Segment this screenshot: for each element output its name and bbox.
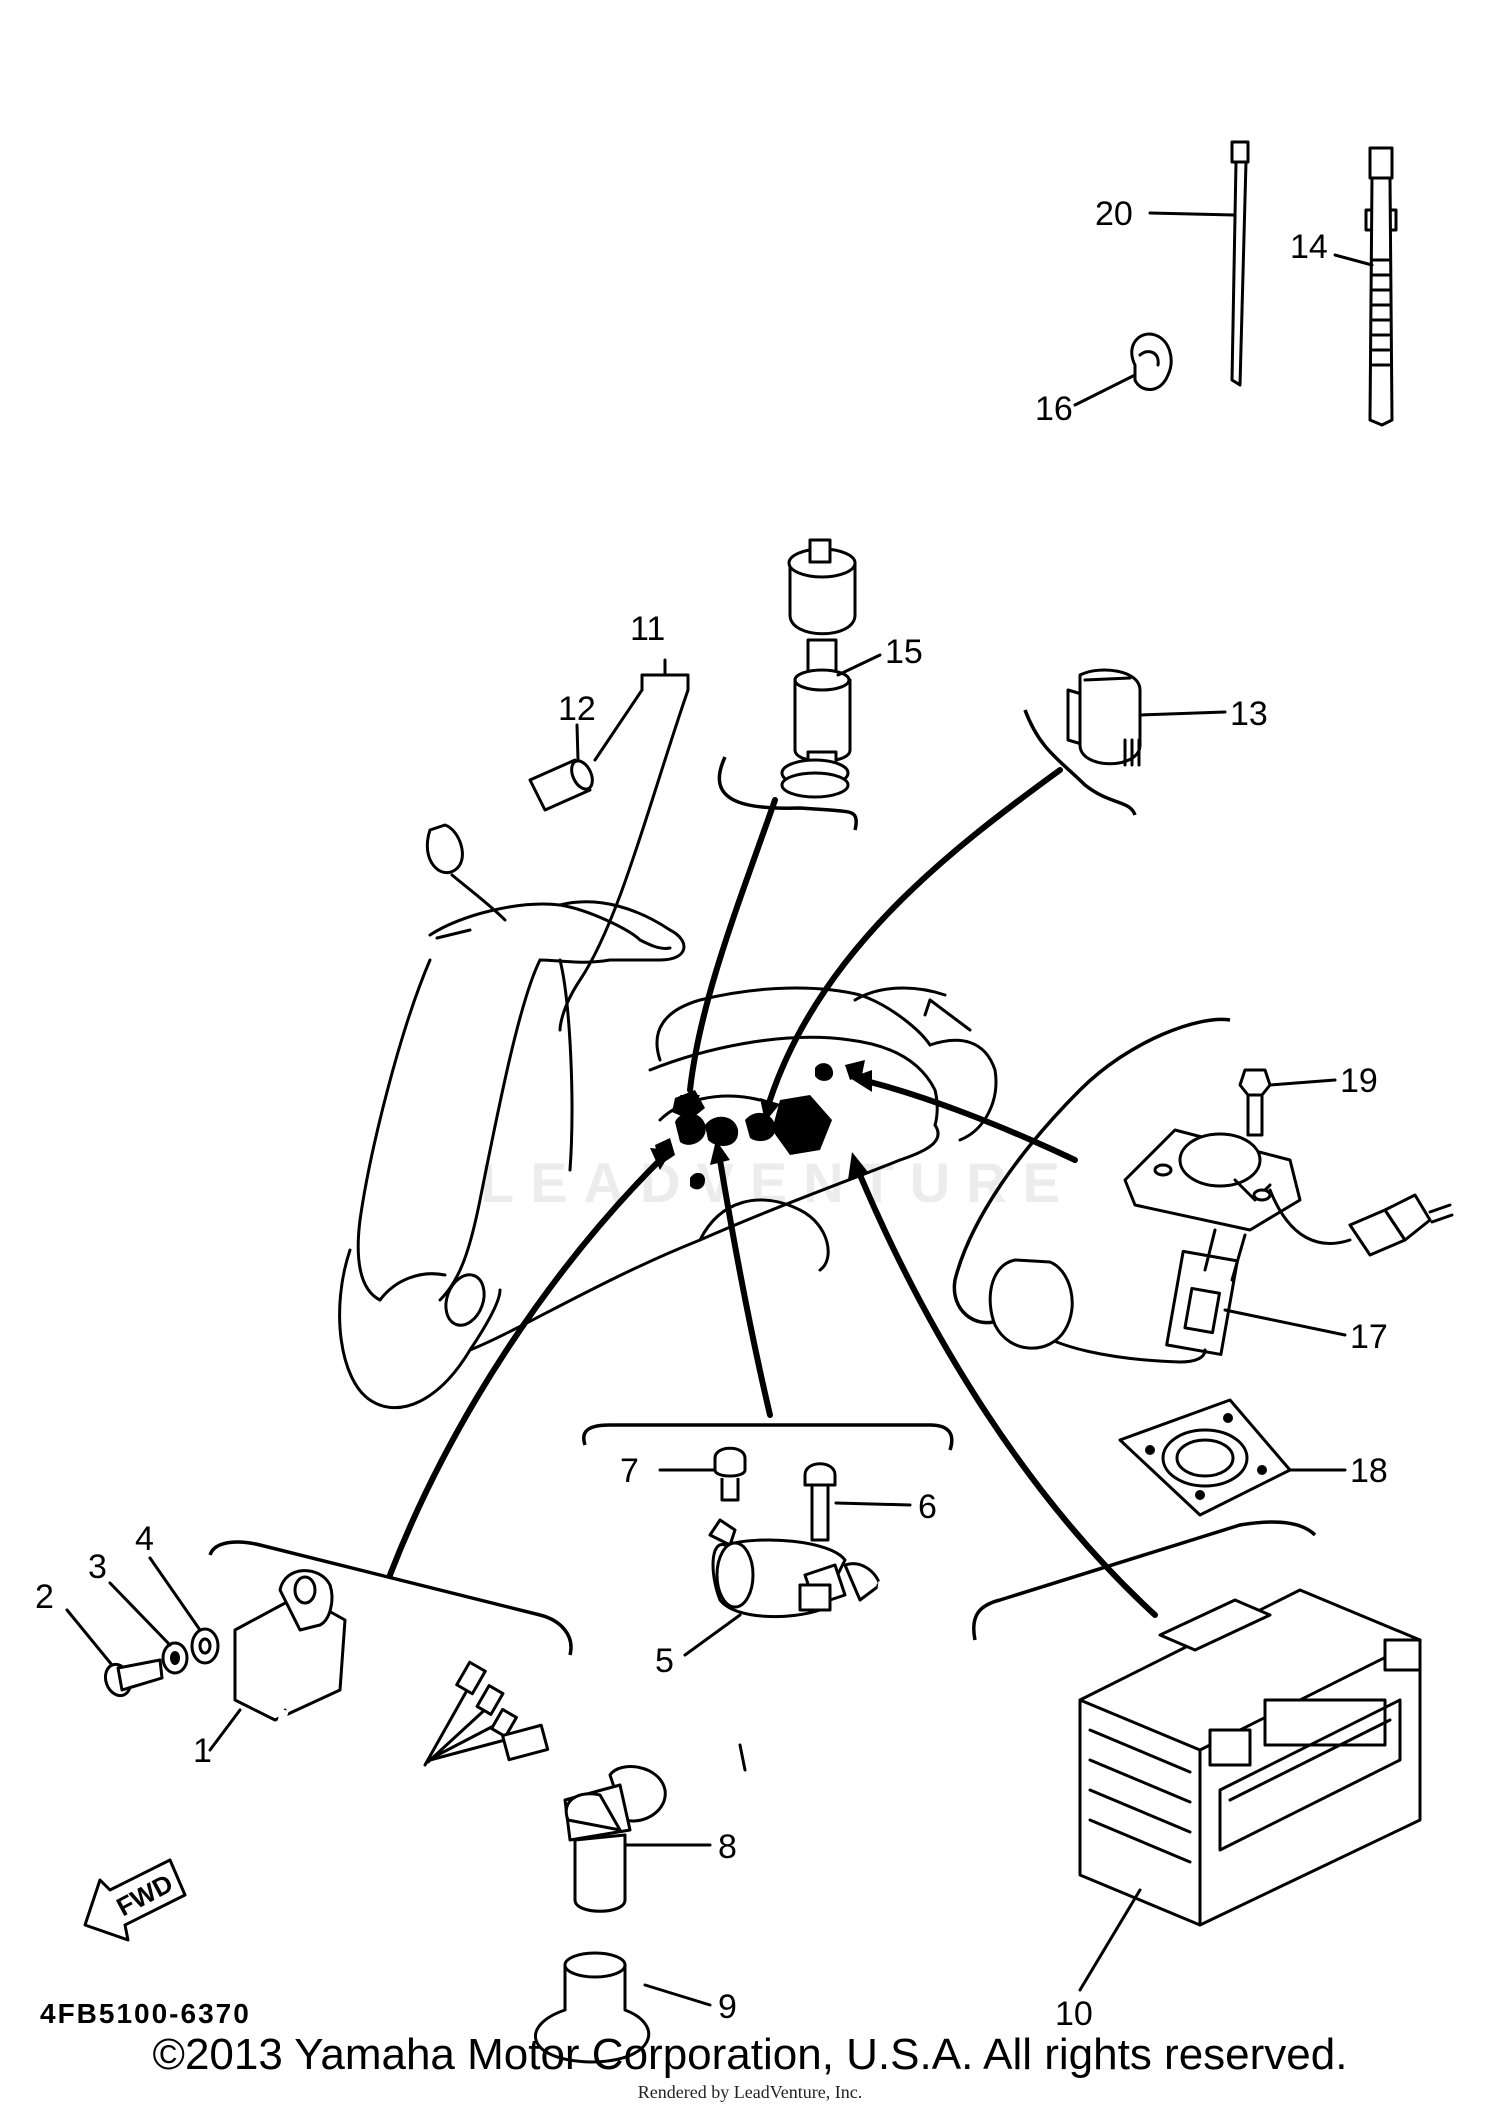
callout-14: 14	[1290, 228, 1328, 266]
part-16-clamp[interactable]	[1130, 332, 1173, 391]
bracket-11	[593, 658, 690, 762]
callout-10: 10	[1055, 1995, 1093, 2033]
bracket-13	[1023, 709, 1137, 816]
callout-12: 12	[558, 690, 596, 728]
part-9-boot[interactable]	[534, 1951, 651, 2064]
callout-1: 1	[193, 1732, 212, 1770]
part-15-sender[interactable]	[780, 538, 857, 799]
part-6-bolt[interactable]	[803, 1462, 837, 1542]
callout-16: 16	[1035, 390, 1073, 428]
bracket-15	[717, 756, 858, 831]
callout-18: 18	[1350, 1452, 1388, 1490]
part-12-fuse[interactable]	[528, 758, 596, 812]
rendered-by-credit: Rendered by LeadVenture, Inc.	[637, 2082, 863, 2102]
copyright-notice: ©2013 Yamaha Motor Corporation, U.S.A. A…	[152, 2030, 1348, 2079]
callout-15: 15	[885, 633, 923, 671]
part-7-screw[interactable]	[713, 1446, 747, 1502]
part-20-cable-tie[interactable]	[1230, 140, 1250, 387]
callout-19: 19	[1340, 1062, 1378, 1100]
part-19-screw[interactable]	[1238, 1068, 1272, 1137]
callout-numbers: 1 2 3 4 5 6 7 8 9 10 11 12 13 14 15 16 1…	[35, 195, 1388, 2033]
callout-leaders	[65, 211, 1374, 2007]
part-10-battery[interactable]	[1078, 1588, 1422, 1927]
part-8-plug-cap[interactable]	[563, 1581, 945, 1913]
scooter-outline	[338, 823, 998, 1410]
part-13-relay[interactable]	[1066, 668, 1142, 767]
leader-lines	[387, 688, 1158, 1618]
callout-9: 9	[718, 1988, 737, 2026]
callout-6: 6	[918, 1488, 937, 1526]
bracket-1-4	[208, 1540, 573, 1656]
figure-code: 4FB5100-6370	[40, 1998, 251, 2029]
callout-11: 11	[630, 610, 665, 648]
part-14-band[interactable]	[1364, 146, 1398, 427]
callout-17: 17	[1350, 1318, 1388, 1356]
callout-13: 13	[1230, 695, 1268, 733]
callout-2: 2	[35, 1578, 54, 1616]
bracket-5-7	[582, 1423, 954, 1451]
part-18-gasket[interactable]	[1118, 1398, 1292, 1517]
fwd-arrow: FWD	[83, 1858, 187, 1942]
part-4-washer[interactable]	[190, 1627, 220, 1665]
mounting-points	[655, 1060, 865, 1190]
part-1-cdi-unit[interactable]	[233, 1569, 550, 1805]
callout-8: 8	[718, 1828, 737, 1866]
part-17-fuel-sender[interactable]	[988, 1128, 1454, 1364]
bracket-17-19	[952, 1017, 1231, 1325]
callout-5: 5	[655, 1642, 674, 1680]
part-5-ignition-coil[interactable]	[708, 1518, 882, 1618]
bracket-10	[972, 1520, 1317, 1641]
watermark-text: LEADVENTURE	[480, 1151, 1077, 1214]
part-2-screw[interactable]	[101, 1658, 164, 1699]
callout-3: 3	[88, 1548, 107, 1586]
callout-4: 4	[135, 1520, 154, 1558]
part-3-spring-washer[interactable]	[161, 1641, 189, 1675]
callout-7: 7	[620, 1452, 639, 1490]
callout-20: 20	[1095, 195, 1133, 233]
